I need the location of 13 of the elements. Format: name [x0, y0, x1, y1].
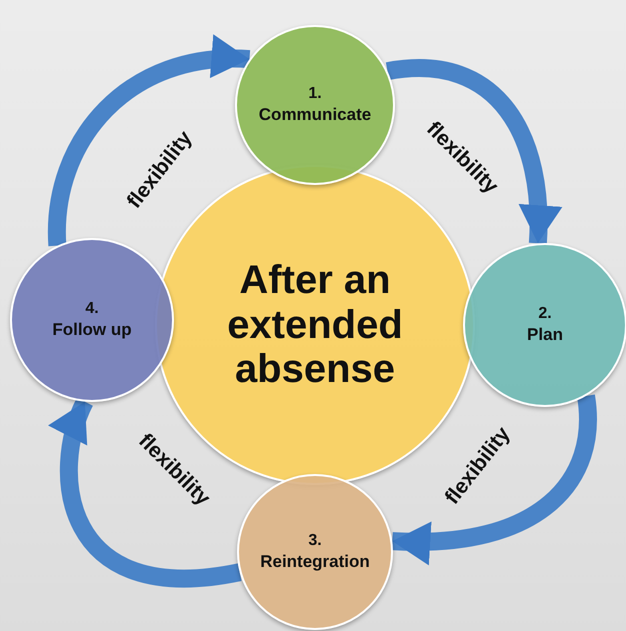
- curved-arrow: [386, 59, 561, 244]
- step-label: Plan: [527, 324, 563, 346]
- step-label: Communicate: [258, 104, 372, 126]
- step-number: 4.: [85, 298, 99, 319]
- curved-arrow: [48, 36, 250, 246]
- center-title: After an extended absense: [226, 258, 404, 392]
- curved-arrow: [392, 395, 597, 564]
- step-number: 1.: [308, 84, 322, 104]
- step-number: 3.: [308, 530, 322, 551]
- step-number: 2.: [538, 304, 552, 324]
- curved-arrow: [50, 398, 241, 588]
- step-label: Reintegration: [260, 551, 370, 574]
- step-label: Follow up: [52, 319, 132, 342]
